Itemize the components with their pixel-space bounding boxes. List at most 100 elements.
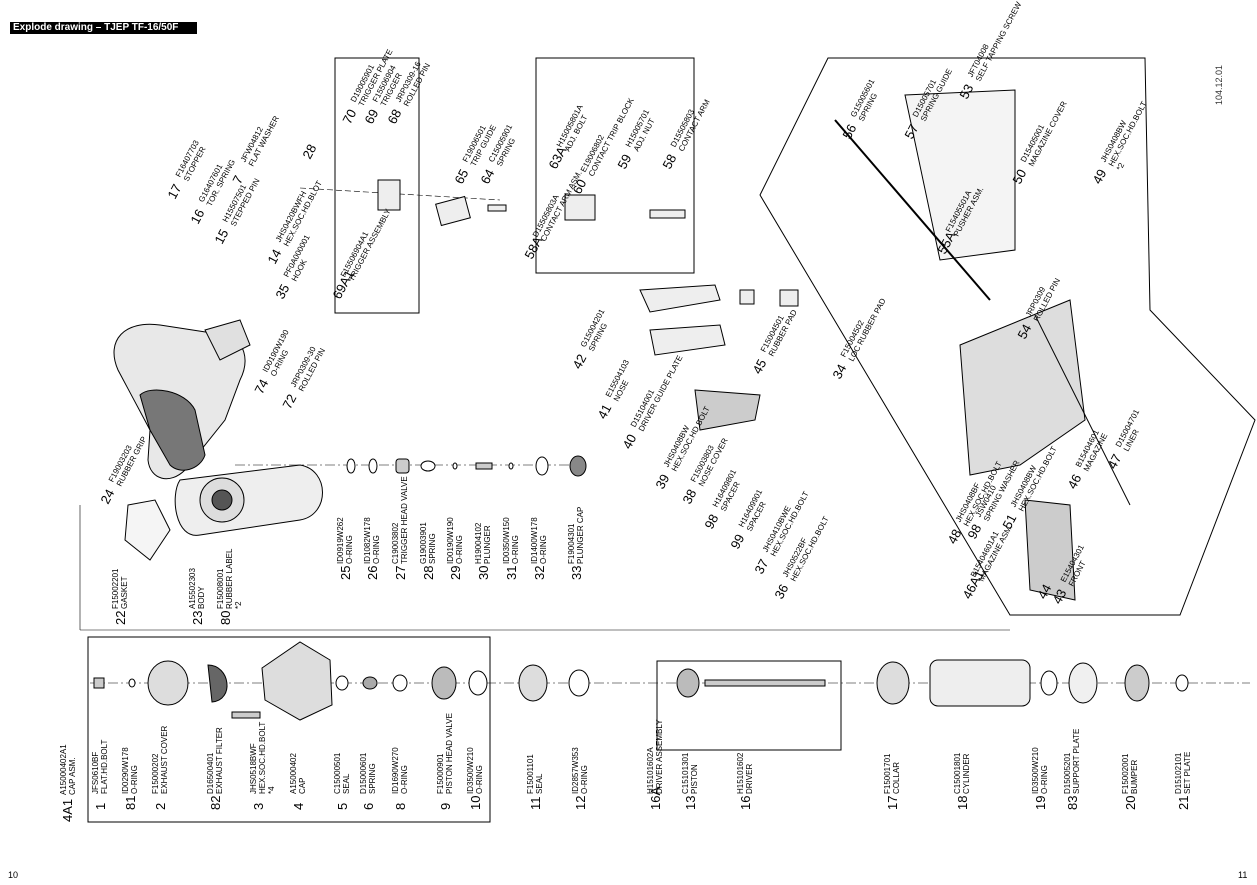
part-ref: 65 xyxy=(451,167,471,187)
part-number: F19004301 xyxy=(567,523,576,564)
part-number: H19004102 xyxy=(474,522,483,564)
part-description: COLLAR xyxy=(892,762,901,794)
cap-asm-pn: A15000402A1 xyxy=(59,744,68,795)
part-description: RUBBER LABEL xyxy=(225,548,234,609)
bottom-row-icons xyxy=(93,641,1189,721)
part-ref: 36 xyxy=(771,582,791,602)
part-description: DRIVER xyxy=(745,764,754,794)
part-ref: 9 xyxy=(438,803,453,810)
part-ref: 6 xyxy=(361,803,376,810)
cap-asm-desc: CAP ASM. xyxy=(68,757,77,795)
part-ref: 48 xyxy=(944,527,964,547)
part-number: F15001701 xyxy=(883,753,892,794)
nailer-body xyxy=(113,319,323,561)
part-ref: 44 xyxy=(1034,582,1054,602)
part-number: C15000501 xyxy=(333,752,342,794)
part-ref: 98 xyxy=(964,522,984,542)
part-ref: 11 xyxy=(528,797,543,811)
cap-assembly-box xyxy=(87,636,491,823)
part-number: D15005201 xyxy=(1063,752,1072,794)
part-ref: 45 xyxy=(749,357,769,377)
part-ref: 39 xyxy=(652,472,672,492)
part-description: SUPPORT PLATE xyxy=(1072,729,1081,794)
part-ref: 3 xyxy=(251,803,266,810)
part-number: ID0350W150 xyxy=(502,517,511,564)
part-description: PISTON HEAD VALVE xyxy=(445,713,454,794)
part-ref: 47 xyxy=(1104,452,1124,472)
part-ref: 7 xyxy=(229,173,246,186)
part-description: O-RING xyxy=(345,535,354,564)
part-ref: 59 xyxy=(614,152,634,172)
part-ref: 8 xyxy=(393,803,408,810)
part-ref: 4 xyxy=(291,803,306,810)
part-number: ID0919W262 xyxy=(336,517,345,564)
part-ref: 80 xyxy=(218,611,233,625)
part-ref: 1 xyxy=(93,803,108,810)
part-ref: 56 xyxy=(839,122,859,142)
part-description: DRIVER GUIDE PLATE xyxy=(637,354,685,433)
part-description: SPRING xyxy=(428,533,437,564)
part-quantity: *4 xyxy=(267,786,276,794)
part-number: F15000901 xyxy=(436,753,445,794)
part-ref: 13 xyxy=(683,796,698,810)
part-ref: 42 xyxy=(569,352,589,372)
page-number-left: 10 xyxy=(8,870,19,880)
part-ref: 54 xyxy=(1014,322,1034,342)
part-description: O-RING xyxy=(580,765,589,794)
part-number: ID3500W210 xyxy=(466,747,475,794)
part-description: SEAL xyxy=(535,773,544,794)
part-ref: 28 xyxy=(421,566,436,580)
page-number-right: 11 xyxy=(1238,870,1248,880)
part-ref: 33 xyxy=(569,566,584,580)
part-ref: 40 xyxy=(619,432,639,452)
part-ref: 74 xyxy=(251,377,271,397)
part-description: SEAL xyxy=(342,773,351,794)
driver-assembly-box xyxy=(656,660,842,751)
page-header-title: Explode drawing – TJEP TF-16/50F xyxy=(10,22,197,34)
part-ref: 82 xyxy=(208,796,223,810)
part-number: D15102101 xyxy=(1174,752,1183,794)
part-ref: 72 xyxy=(279,392,299,412)
part-number: JFS0610BF xyxy=(91,752,100,794)
part-ref: 21 xyxy=(1176,796,1191,810)
part-ref: 16A xyxy=(648,787,663,810)
part-description: EXHAUST FILTER xyxy=(215,727,224,794)
part-description: BUMPER xyxy=(1130,760,1139,794)
part-ref: 64 xyxy=(477,167,497,187)
part-description: PLUNGER CAP xyxy=(576,507,585,564)
part-ref: 70 xyxy=(339,107,359,127)
part-ref: 23 xyxy=(190,611,205,625)
part-ref: 16 xyxy=(738,796,753,810)
part-description: O-RING xyxy=(130,765,139,794)
part-description: O-RING xyxy=(1040,765,1049,794)
part-ref: 50 xyxy=(1009,167,1029,187)
part-ref: 51 xyxy=(999,512,1019,532)
part-ref: 53 xyxy=(956,82,976,102)
part-ref: 38 xyxy=(679,487,699,507)
part-description: SELF TAPPING SCREW xyxy=(974,0,1024,83)
part-ref: 18 xyxy=(955,796,970,810)
part-ref: 27 xyxy=(393,566,408,580)
part-number: A15000402 xyxy=(289,753,298,794)
part-ref: 16 xyxy=(187,207,207,227)
part-ref: 58 xyxy=(659,152,679,172)
part-number: F15002201 xyxy=(111,568,120,609)
part-ref: 46 xyxy=(1064,472,1084,492)
part-description: FLAT.HD.BOLT xyxy=(100,740,109,794)
part-ref: 57 xyxy=(901,122,921,142)
part-description: O-RING xyxy=(539,535,548,564)
part-ref: 25 xyxy=(338,566,353,580)
part-description: PLUNGER xyxy=(483,525,492,564)
part-ref: 49 xyxy=(1089,167,1109,187)
cap-asm-ref: 4A1 xyxy=(60,799,75,822)
part-number: A15502303 xyxy=(188,568,197,609)
part-ref: 5 xyxy=(335,803,350,810)
part-ref: 81 xyxy=(123,796,138,810)
part-ref: 20 xyxy=(1123,796,1138,810)
part-ref: 31 xyxy=(504,566,519,580)
part-number: JHS0518BWF xyxy=(249,743,258,794)
magazine-assembly-box xyxy=(759,57,1256,616)
